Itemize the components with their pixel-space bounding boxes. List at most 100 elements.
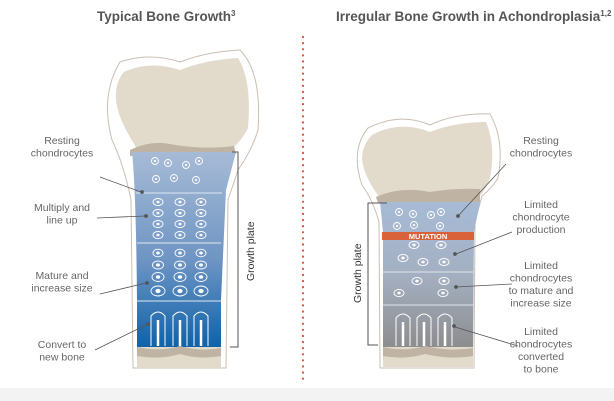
chondrocyte-cell	[151, 272, 165, 282]
chondrocyte-cell	[410, 221, 418, 229]
chondrocyte-cell	[393, 222, 401, 230]
chondrocyte-cell	[164, 159, 172, 167]
cell-nucleus	[198, 288, 204, 294]
chondrocyte-cell	[436, 222, 444, 230]
growth-plate-bracket	[367, 202, 387, 346]
chondrocyte-cell	[174, 198, 186, 206]
chondrocyte-cell	[435, 240, 447, 250]
cell-nucleus	[194, 179, 198, 181]
chondrocyte-cell	[195, 248, 207, 258]
chondrocyte-cell	[195, 220, 207, 228]
cell-nucleus	[412, 243, 416, 247]
cell-nucleus	[156, 263, 160, 267]
chondrocyte-cell	[393, 288, 405, 298]
cell-nucleus	[156, 251, 160, 255]
cell-nucleus	[184, 164, 188, 166]
chondrocyte-cell	[150, 285, 166, 297]
chondrocyte-cell	[152, 175, 160, 183]
cell-nucleus	[156, 222, 160, 226]
chondrocyte-cell	[152, 198, 164, 206]
cell-nucleus	[199, 263, 203, 267]
growth-plate-label: Growth plate	[352, 243, 364, 303]
chondrocyte-cell	[438, 276, 450, 286]
cell-nucleus	[178, 222, 182, 226]
cell-nucleus	[166, 162, 170, 164]
chondrocyte-cell	[195, 157, 203, 165]
mutation-label: MUTATION	[409, 232, 447, 241]
cell-nucleus	[441, 291, 445, 295]
cell-nucleus	[429, 214, 433, 216]
chondrocyte-cell	[173, 272, 187, 282]
chondrocyte-cell	[437, 208, 445, 216]
chondrocyte-cell	[395, 208, 403, 216]
cell-nucleus	[199, 222, 203, 226]
growth-plate-label: Growth plate	[245, 221, 257, 281]
chondrocyte-cell	[182, 161, 190, 169]
chondrocyte-cells	[150, 157, 209, 297]
cell-nucleus	[156, 211, 160, 215]
cell-nucleus	[412, 224, 416, 226]
cell-nucleus	[197, 160, 201, 162]
cell-nucleus	[178, 263, 182, 267]
chondrocyte-cell	[195, 231, 207, 239]
cell-nucleus	[178, 233, 182, 237]
cell-nucleus	[199, 233, 203, 237]
typical-bone: Growth plate	[107, 49, 260, 369]
chondrocyte-cell	[174, 260, 186, 270]
cell-nucleus	[397, 291, 401, 295]
cell-nucleus	[421, 260, 425, 264]
right-title: Irregular Bone Growth in Achondroplasia1…	[336, 9, 612, 24]
chondrocyte-cell	[408, 240, 420, 250]
chondrocyte-cell	[172, 285, 188, 297]
cell-nucleus	[153, 160, 157, 162]
cell-nucleus	[178, 251, 182, 255]
cell-nucleus	[439, 243, 443, 247]
cell-nucleus	[438, 225, 442, 227]
cell-nucleus	[401, 256, 405, 260]
chondrocyte-cell	[195, 260, 207, 270]
cell-nucleus	[415, 279, 419, 283]
cell-nucleus	[154, 178, 158, 180]
chondrocyte-cell	[192, 176, 200, 184]
chondrocyte-cell	[152, 231, 164, 239]
chondrocyte-cell	[427, 211, 435, 219]
cell-nucleus	[199, 251, 203, 255]
cell-nucleus	[395, 225, 399, 227]
chondrocyte-cell	[170, 174, 178, 182]
cell-nucleus	[442, 279, 446, 283]
cell-nucleus	[442, 260, 446, 264]
chondrocyte-cell	[152, 260, 164, 270]
chondrocyte-cell	[151, 157, 159, 165]
chondrocyte-cell	[152, 209, 164, 217]
new-bone-columns	[150, 311, 209, 346]
chondrocyte-cell	[194, 272, 208, 282]
chondrocyte-cell	[152, 248, 164, 258]
cell-nucleus	[411, 213, 415, 215]
cell-nucleus	[199, 200, 203, 204]
chondrocyte-cell	[438, 257, 450, 267]
chondrocyte-cells	[393, 208, 450, 298]
mutation-bar	[382, 232, 474, 240]
cell-nucleus	[155, 288, 161, 294]
chondrocyte-cell	[437, 288, 449, 298]
chondrocyte-cell	[174, 231, 186, 239]
growth-plate-bracket	[230, 151, 239, 348]
chondrocyte-cell	[411, 276, 423, 286]
cell-nucleus	[177, 288, 183, 294]
footer-band	[0, 388, 614, 401]
achondroplasia-bone: MUTATION Growth plate	[352, 113, 501, 369]
chondrocyte-cell	[174, 248, 186, 258]
cell-nucleus	[439, 211, 443, 213]
cell-nucleus	[177, 275, 183, 279]
cell-nucleus	[156, 200, 160, 204]
cell-nucleus	[155, 275, 161, 279]
